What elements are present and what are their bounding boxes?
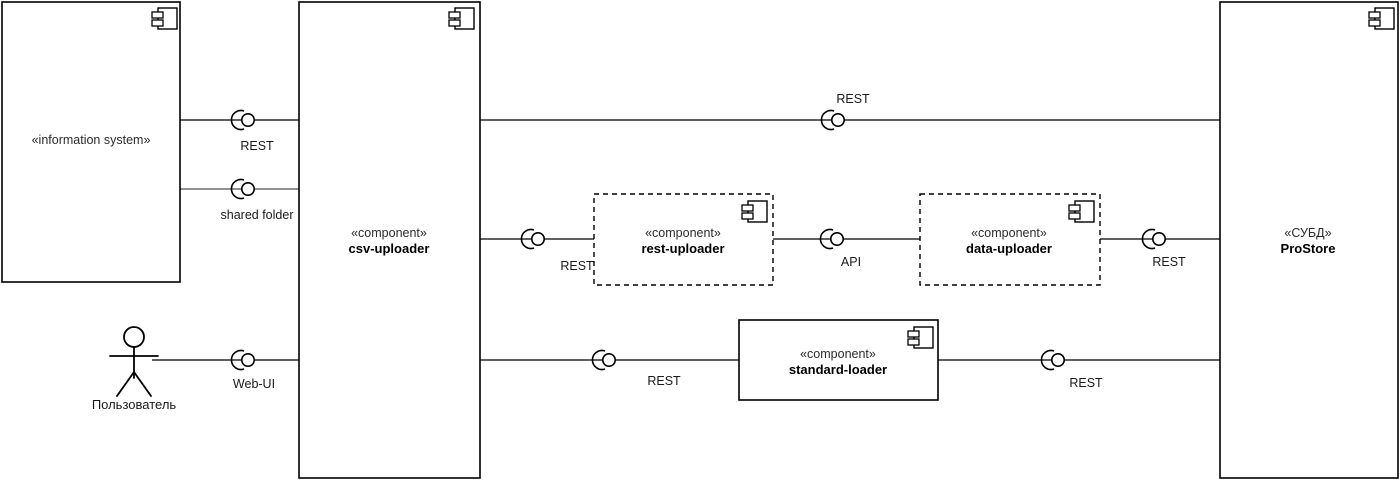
component-rest-uploader[interactable]: «component» rest-uploader bbox=[593, 193, 774, 286]
socket-icon bbox=[230, 349, 245, 371]
component-prostore-box[interactable] bbox=[1219, 1, 1399, 479]
interface-api[interactable]: API bbox=[819, 228, 861, 269]
socket-icon bbox=[1141, 228, 1156, 250]
interface-label: REST bbox=[836, 92, 870, 106]
component-csv-uploader[interactable]: «component» csv-uploader bbox=[298, 1, 481, 479]
ball-icon bbox=[241, 182, 256, 197]
ball-icon bbox=[241, 113, 256, 128]
interface-rest-csv-out[interactable]: REST bbox=[520, 228, 594, 273]
interface-label: REST bbox=[240, 139, 274, 153]
ball-icon bbox=[829, 232, 844, 247]
socket-icon bbox=[1040, 349, 1055, 371]
socket-icon bbox=[520, 228, 535, 250]
socket-icon bbox=[820, 109, 835, 131]
interface-rest-standard-out[interactable]: REST bbox=[1040, 349, 1103, 391]
component-prostore-name: ProStore bbox=[1281, 241, 1336, 256]
component-icon bbox=[1068, 200, 1095, 223]
actor-leg-right-icon bbox=[133, 371, 152, 397]
component-icon bbox=[1368, 7, 1395, 30]
component-data-uploader-name: data-uploader bbox=[966, 241, 1052, 256]
component-icon bbox=[151, 7, 178, 30]
interface-label: REST bbox=[1152, 255, 1186, 269]
component-prostore-stereotype: «СУБД» bbox=[1284, 226, 1331, 240]
component-information-system[interactable]: «information system» bbox=[1, 1, 181, 283]
actor-user-label: Пользователь bbox=[92, 397, 177, 412]
actor-leg-left-icon bbox=[116, 371, 135, 397]
interface-label: API bbox=[841, 255, 861, 269]
component-data-uploader[interactable]: «component» data-uploader bbox=[919, 193, 1101, 286]
interface-shared-folder[interactable]: shared folder bbox=[221, 178, 294, 223]
component-standard-loader-box[interactable] bbox=[738, 319, 939, 401]
component-prostore[interactable]: «СУБД» ProStore bbox=[1219, 1, 1399, 479]
actor-user[interactable]: Пользователь bbox=[92, 326, 177, 412]
ball-icon bbox=[1051, 352, 1066, 367]
component-csv-uploader-box[interactable] bbox=[298, 1, 481, 479]
interface-rest-top[interactable]: REST bbox=[820, 92, 870, 131]
interface-label: Web-UI bbox=[233, 377, 275, 391]
component-icon bbox=[907, 326, 934, 349]
component-standard-loader-stereotype: «component» bbox=[800, 347, 876, 361]
interface-webui[interactable]: Web-UI bbox=[230, 349, 275, 392]
ball-icon bbox=[241, 352, 256, 367]
component-standard-loader-name: standard-loader bbox=[789, 362, 887, 377]
actor-head-icon bbox=[123, 326, 145, 348]
interface-rest-data-out[interactable]: REST bbox=[1141, 228, 1186, 269]
interface-label: shared folder bbox=[221, 208, 294, 222]
socket-icon bbox=[591, 349, 606, 371]
interface-rest-standard-in[interactable]: REST bbox=[591, 349, 681, 389]
component-csv-uploader-stereotype: «component» bbox=[351, 226, 427, 240]
component-rest-uploader-name: rest-uploader bbox=[641, 241, 724, 256]
component-csv-uploader-name: csv-uploader bbox=[349, 241, 430, 256]
socket-icon bbox=[230, 178, 245, 200]
component-rest-uploader-stereotype: «component» bbox=[645, 226, 721, 240]
interface-rest-infosys[interactable]: REST bbox=[230, 109, 274, 153]
ball-icon bbox=[601, 352, 616, 367]
ball-icon bbox=[1152, 232, 1167, 247]
component-data-uploader-stereotype: «component» bbox=[971, 226, 1047, 240]
ball-icon bbox=[530, 232, 545, 247]
socket-icon bbox=[230, 109, 245, 131]
socket-icon bbox=[819, 228, 834, 250]
component-information-system-stereotype: «information system» bbox=[32, 133, 151, 147]
component-standard-loader[interactable]: «component» standard-loader bbox=[738, 319, 939, 401]
ball-icon bbox=[830, 113, 845, 128]
interface-label: REST bbox=[647, 374, 681, 388]
interface-label: REST bbox=[560, 259, 594, 273]
component-icon bbox=[448, 7, 475, 30]
interface-label: REST bbox=[1069, 376, 1103, 390]
component-information-system-box[interactable] bbox=[1, 1, 181, 283]
component-icon bbox=[741, 200, 768, 223]
